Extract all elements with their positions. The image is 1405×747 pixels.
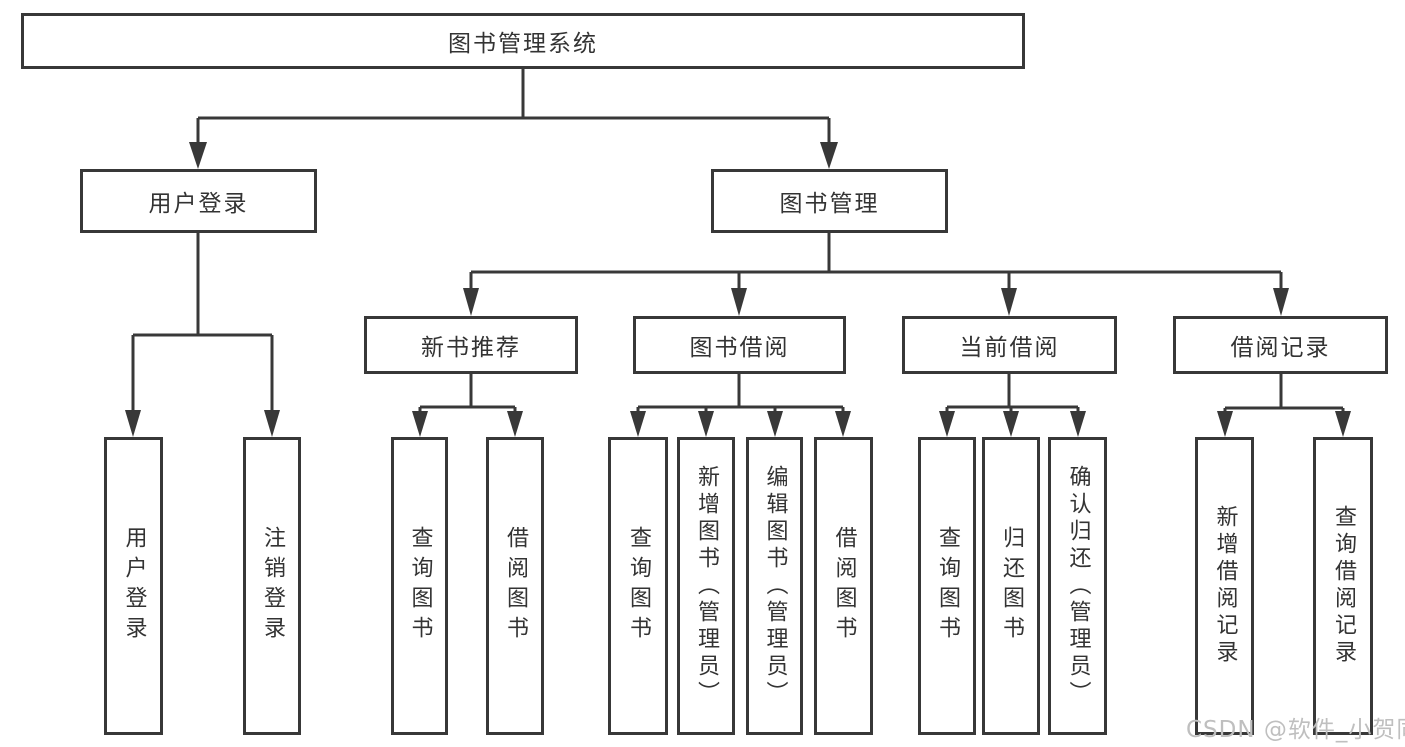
connector-new-book-recommend-to-leaves	[412, 374, 523, 437]
arrowhead	[1217, 411, 1233, 437]
arrowhead	[820, 142, 838, 169]
node-borrow-records: 借阅记录	[1173, 316, 1388, 374]
leaf-add-book-admin: 新增图书（管理员）	[677, 437, 735, 735]
connector-book-borrow-to-leaves	[630, 374, 851, 437]
node-new-book-recommend: 新书推荐	[364, 316, 578, 374]
leaf-logout: 注销登录	[243, 437, 301, 735]
watermark-text: CSDN @软件_小贺同学	[1186, 717, 1405, 743]
arrowhead	[1001, 288, 1017, 316]
node-book-management: 图书管理	[711, 169, 948, 233]
node-root-system: 图书管理系统	[21, 13, 1025, 69]
arrowhead	[264, 410, 280, 437]
arrowhead	[1335, 411, 1351, 437]
connector-borrow-records-to-leaves	[1217, 374, 1351, 437]
leaf-query-books-borrow: 查询图书	[608, 437, 668, 735]
arrowhead	[189, 142, 207, 169]
leaf-add-borrow-record: 新增借阅记录	[1195, 437, 1254, 735]
leaf-confirm-return-admin: 确认归还（管理员）	[1048, 437, 1107, 735]
arrowhead	[507, 411, 523, 437]
arrowhead	[463, 288, 479, 316]
leaf-borrow-books-recommend: 借阅图书	[486, 437, 544, 735]
arrowhead	[125, 410, 141, 437]
connector-user-login-to-leaves	[125, 233, 280, 437]
leaf-user-login: 用户登录	[104, 437, 163, 735]
node-user-login: 用户登录	[80, 169, 317, 233]
connector-current-borrow-to-leaves	[939, 374, 1086, 437]
arrowhead	[630, 411, 646, 437]
leaf-query-books-current: 查询图书	[918, 437, 976, 735]
leaf-query-borrow-record: 查询借阅记录	[1313, 437, 1373, 735]
node-book-borrow: 图书借阅	[633, 316, 846, 374]
node-current-borrow: 当前借阅	[902, 316, 1117, 374]
arrowhead	[835, 411, 851, 437]
arrowhead	[1070, 411, 1086, 437]
connector-root-to-level2	[189, 69, 838, 169]
leaf-borrow-books: 借阅图书	[814, 437, 873, 735]
arrowhead	[939, 411, 955, 437]
arrowhead	[1273, 288, 1289, 316]
arrowhead	[731, 288, 747, 316]
arrowhead	[698, 411, 714, 437]
leaf-return-book: 归还图书	[982, 437, 1040, 735]
arrowhead	[1003, 411, 1019, 437]
leaf-query-books-recommend: 查询图书	[391, 437, 448, 735]
connector-book-management-to-level3	[463, 233, 1289, 316]
arrowhead	[412, 411, 428, 437]
leaf-edit-book-admin: 编辑图书（管理员）	[746, 437, 803, 735]
arrowhead	[767, 411, 783, 437]
